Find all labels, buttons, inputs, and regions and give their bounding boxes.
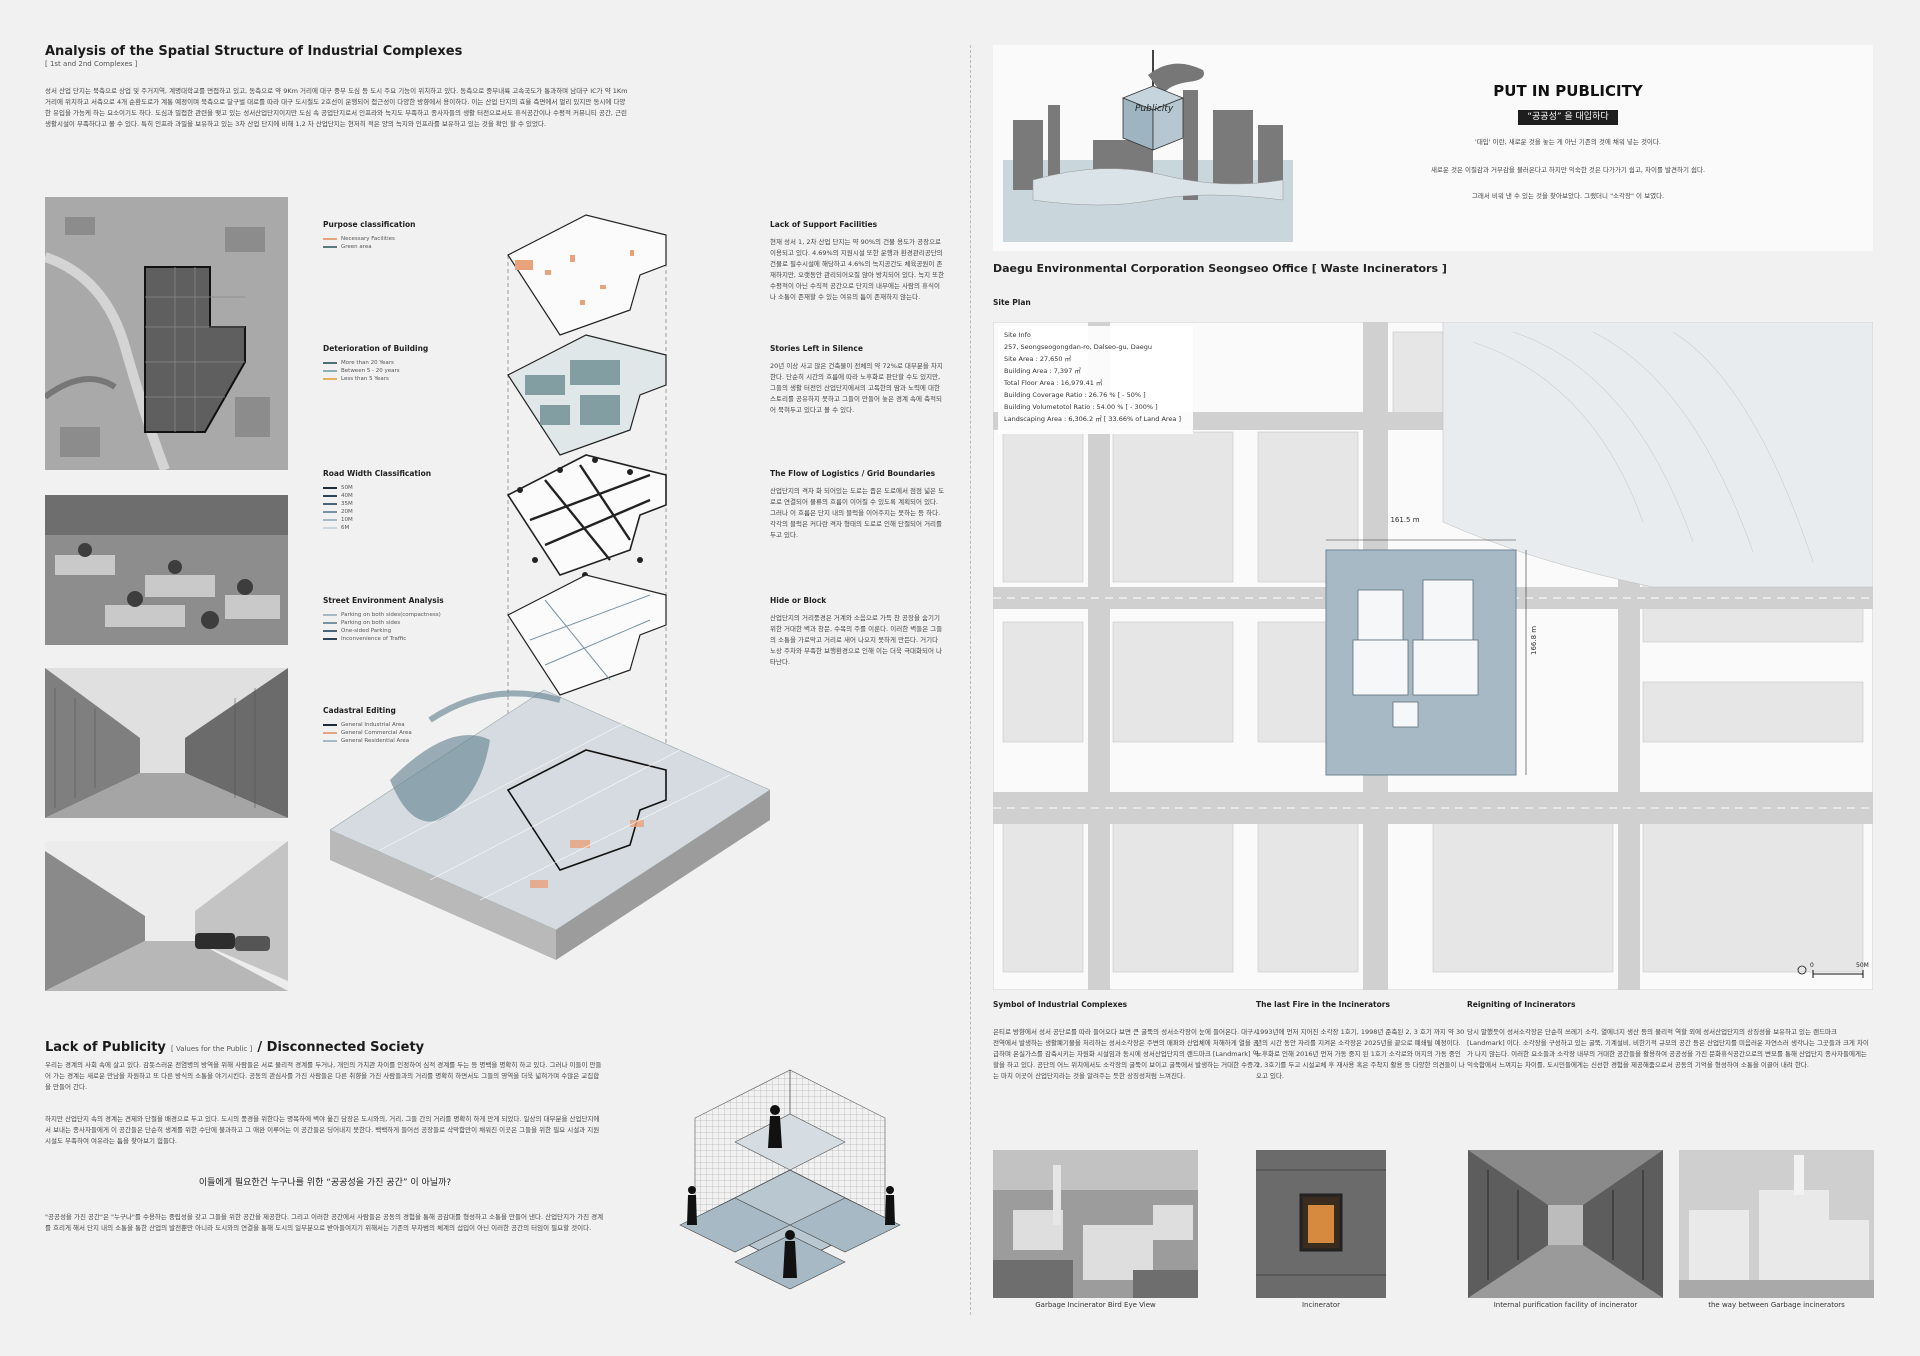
base-map-block: [330, 689, 770, 960]
legend-item: Between 5 - 20 years: [323, 367, 428, 375]
incinerator-building: [1352, 579, 1479, 728]
publicity-question: 이들에게 필요한건 누구나를 위한 “공공성을 가진 공간” 이 아닐까?: [198, 1178, 452, 1188]
section-last-fire: The last Fire in the Incinerators 1993년에…: [1256, 1000, 1465, 1080]
legend-item: 6M: [323, 524, 431, 532]
layer-deterioration: Deterioration of Building More than 20 Y…: [323, 344, 428, 383]
north-icon: [1797, 965, 1807, 975]
legend-item: More than 20 Years: [323, 359, 428, 367]
site-dim-height: 166.8 m: [1530, 625, 1538, 655]
section-symbol: Symbol of Industrial Complexes 은티로 방향에서 …: [993, 1000, 1260, 1080]
left-intro: 성서 산업 단지는 북측으로 상업 및 주거지역, 계명대학교를 면접하고 있고…: [45, 87, 628, 128]
layer-title: Deterioration of Building: [323, 344, 429, 353]
section-reigniting: Reigniting of Incinerators 당시 말했듯이 성서소각장…: [1467, 1000, 1869, 1069]
caption-bird-eye: Garbage Incinerator Bird Eye View: [1035, 1301, 1156, 1309]
site-info-box: Site Info 257, Seongseogongdan-ro, Dalse…: [998, 326, 1193, 434]
publicity-cube: [1121, 85, 1185, 151]
layer-title: Cadastral Editing: [323, 706, 396, 715]
legend-item: Green area: [323, 243, 416, 251]
scale-start: 0: [1810, 962, 1814, 969]
site-dim-width: 161.5 m: [1390, 516, 1420, 524]
legend-item: Less than 5 Years: [323, 375, 428, 383]
layer-road-width: Road Width Classification 50M 40M 35M 20…: [323, 469, 431, 532]
page-divider: [970, 45, 971, 1315]
hero-badge: “공공성” 을 대입하다: [1518, 110, 1618, 125]
note-silence: Stories Left in Silence 20년 이상 사고 많은 건축물…: [770, 344, 943, 414]
street-photo-2: [45, 841, 288, 991]
layer-purpose: Purpose classification Necessary Facilit…: [323, 220, 416, 251]
street-photo-1: [45, 668, 288, 818]
legend-item: 10M: [323, 516, 431, 524]
publicity-p1: 우리는 경계의 사회 속에 살고 있다. 감돗스러운 전염병의 방역을 위해 사…: [45, 1061, 602, 1091]
caption-incinerator: Incinerator: [1301, 1301, 1341, 1309]
legend-item: General Industrial Area: [323, 721, 412, 729]
layer-plate-street: [507, 574, 667, 696]
legend-item: General Commercial Area: [323, 729, 412, 737]
hero-title: PUT IN PUBLICITY: [1493, 82, 1643, 100]
left-subtitle: [ 1st and 2nd Complexes ]: [45, 60, 138, 68]
legend-item: 50M: [323, 484, 431, 492]
legend-item: 35M: [323, 500, 431, 508]
left-title: Analysis of the Spatial Structure of Ind…: [45, 44, 463, 59]
legend-item: General Residential Area: [323, 737, 412, 745]
scale-end: 50M: [1856, 962, 1869, 969]
publicity-heading: Lack of Publicity [ Values for the Publi…: [45, 1040, 425, 1055]
workers-photo: [45, 495, 288, 645]
layer-street-environment: Street Environment Analysis Parking on b…: [323, 596, 444, 643]
note-support: Lack of Support Facilities 현재 성서 1, 2차 산…: [770, 220, 945, 301]
project-title: Daegu Environmental Corporation Seongseo…: [993, 262, 1447, 275]
layer-title: Road Width Classification: [323, 469, 432, 478]
note-logistics: The Flow of Logistics / Grid Boundaries …: [770, 469, 945, 539]
exploded-layer-diagram: [330, 214, 770, 960]
legend-item: Parking on both sides: [323, 619, 444, 627]
legend-item: Parking on both sides(compactness): [323, 611, 444, 619]
aerial-photo: [45, 197, 288, 470]
cube-label: Publicity: [1135, 104, 1174, 114]
hero-line-3: 그래서 비워 낸 수 있는 것을 찾아보았다. 그랬더니 "소각장" 이 보였다…: [1471, 192, 1665, 200]
photo-purification: [1468, 1150, 1663, 1298]
site-plan-label: Site Plan: [993, 298, 1031, 307]
scale-bar: [1812, 970, 1864, 978]
hero-line-1: '대입' 이란, 새로운 것을 놓는 게 아닌 기존의 것에 채워 넣는 것이다…: [1475, 138, 1661, 146]
legend-item: 40M: [323, 492, 431, 500]
legend-item: Inconvenience of Traffic: [323, 635, 444, 643]
publicity-p2: 하지만 산업단지 속의 경계는 견제와 단절을 배경으로 두고 있다. 도시의 …: [45, 1115, 600, 1145]
photo-incinerator: [1256, 1150, 1386, 1298]
photo-bird-eye: [993, 1150, 1198, 1298]
layer-plate-roads: [506, 454, 667, 576]
legend-item: Necessary Facilities: [323, 235, 416, 243]
layer-title: Purpose classification: [323, 220, 416, 229]
photo-way-between: [1679, 1150, 1874, 1298]
layer-cadastral: Cadastral Editing General Industrial Are…: [323, 706, 412, 745]
caption-way-between: the way between Garbage incinerators: [1708, 1301, 1845, 1309]
layer-plate-purpose: [507, 214, 667, 336]
note-hide-block: Hide or Block 산업단지의 거리풍경은 거계와 소음으로 가득 찬 …: [770, 596, 943, 666]
legend-item: 20M: [323, 508, 431, 516]
hero-line-2: 새로운 것은 이질감과 거부감을 불러온다고 하지만 익숙한 것은 다가가기 쉽…: [1430, 166, 1706, 174]
layer-title: Street Environment Analysis: [323, 596, 444, 605]
legend-item: One-sided Parking: [323, 627, 444, 635]
caption-purification: Internal purification facility of incine…: [1493, 1301, 1638, 1309]
boundary-diagram: [679, 1069, 901, 1290]
publicity-p3: "공공성을 가진 공간"은 "누구나"를 수용하는 중립성을 갖고 그들을 위한…: [45, 1213, 604, 1232]
hero-collage: [1003, 50, 1293, 242]
